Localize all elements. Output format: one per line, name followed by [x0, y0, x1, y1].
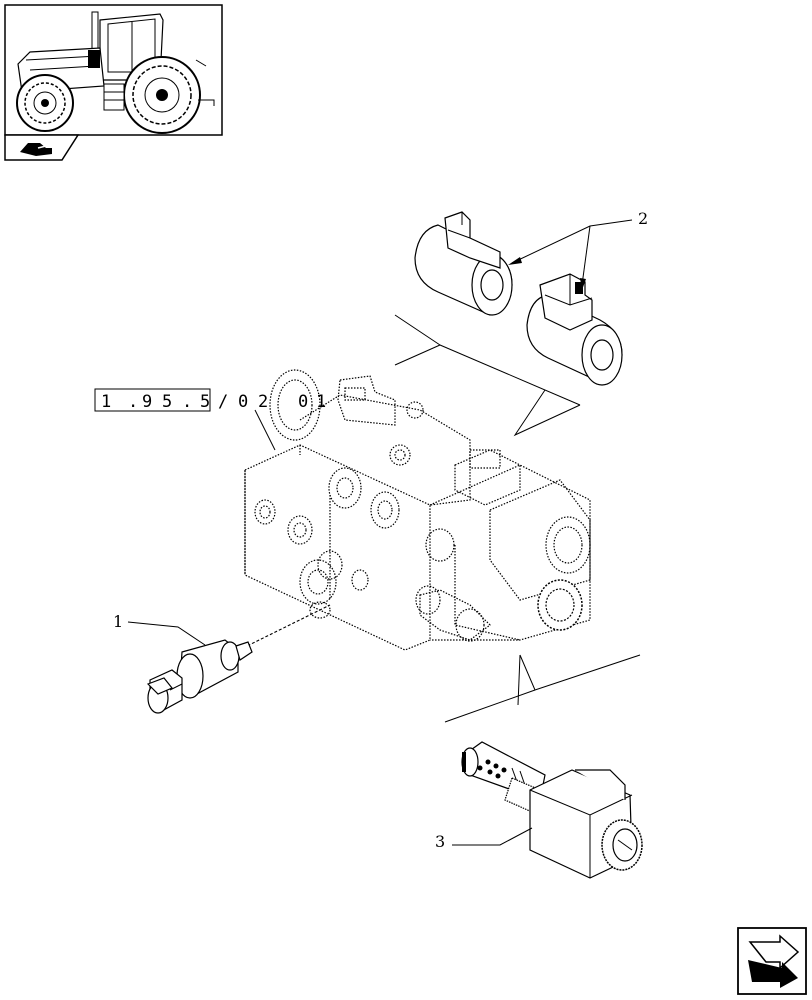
callout-2: 2 — [508, 209, 648, 290]
hydraulics-section-icon — [4, 134, 80, 161]
callout-3: 3 — [435, 827, 533, 851]
solenoid-coil-lower — [526, 273, 623, 386]
ref-char: 1 — [101, 392, 111, 412]
next-page-arrow-icon[interactable] — [737, 927, 807, 995]
ref-char: / — [218, 392, 228, 412]
detail-breakout-lines — [394, 314, 641, 723]
callout-label-1: 1 — [113, 612, 123, 631]
solenoid-coil-upper — [414, 211, 513, 316]
ref-char: 5 — [162, 392, 172, 412]
cartridge-valve — [461, 741, 643, 879]
ref-char: . — [182, 392, 192, 412]
tractor-thumbnail-icon — [4, 4, 223, 136]
callout-label-2: 2 — [638, 209, 648, 228]
ref-char: . — [128, 392, 138, 412]
reference-code: 1 . 9 5 . 5 / 0 2 0 1 — [94, 388, 326, 451]
callout-1: 1 — [113, 612, 206, 646]
valve-block-assembly — [244, 369, 591, 651]
ref-char: 0 — [238, 392, 248, 412]
callout-label-3: 3 — [435, 832, 445, 851]
ref-char: 5 — [200, 392, 210, 412]
ref-char: 2 — [258, 392, 268, 412]
ref-char: 0 — [298, 392, 308, 412]
pressure-switch — [146, 604, 331, 714]
ref-char: 9 — [142, 392, 152, 412]
ref-char: 1 — [316, 392, 326, 412]
